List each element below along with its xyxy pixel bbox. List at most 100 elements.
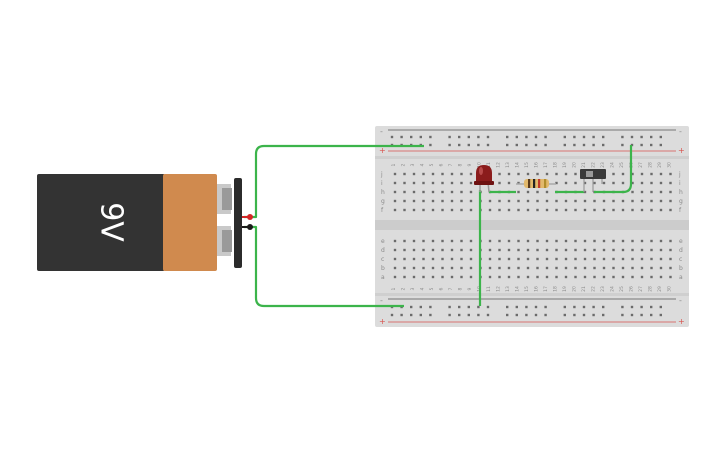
- breadboard-hole[interactable]: [469, 275, 473, 279]
- wire-negative[interactable]: [244, 225, 404, 308]
- rail-hole[interactable]: [458, 313, 461, 317]
- breadboard-hole[interactable]: [450, 266, 454, 270]
- breadboard-hole[interactable]: [393, 208, 397, 212]
- breadboard-hole[interactable]: [517, 208, 520, 212]
- breadboard-hole[interactable]: [602, 257, 606, 261]
- breadboard-hole[interactable]: [555, 257, 558, 261]
- breadboard-hole[interactable]: [526, 257, 530, 261]
- breadboard-hole[interactable]: [564, 172, 568, 176]
- breadboard-hole[interactable]: [659, 239, 663, 243]
- breadboard-hole[interactable]: [526, 172, 530, 176]
- wire-switch-to-rail[interactable]: [594, 145, 633, 194]
- rail-hole[interactable]: [410, 135, 413, 139]
- breadboard-hole[interactable]: [460, 199, 463, 203]
- rail-hole[interactable]: [592, 313, 595, 317]
- breadboard-hole[interactable]: [412, 248, 416, 252]
- breadboard-hole[interactable]: [403, 181, 406, 185]
- breadboard-hole[interactable]: [545, 248, 549, 252]
- breadboard-hole[interactable]: [536, 172, 539, 176]
- rail-hole[interactable]: [525, 305, 528, 309]
- breadboard-hole[interactable]: [631, 208, 634, 212]
- rail-hole[interactable]: [630, 135, 634, 139]
- breadboard-hole[interactable]: [621, 239, 625, 243]
- breadboard-hole[interactable]: [517, 199, 520, 203]
- rail-hole[interactable]: [659, 143, 662, 147]
- breadboard-hole[interactable]: [393, 190, 397, 194]
- rail-hole[interactable]: [525, 143, 528, 147]
- wires[interactable]: [244, 144, 633, 308]
- breadboard-hole[interactable]: [583, 248, 587, 252]
- breadboard-hole[interactable]: [431, 266, 435, 270]
- rail-hole[interactable]: [515, 135, 518, 139]
- breadboard-hole[interactable]: [431, 190, 435, 194]
- breadboard-hole[interactable]: [574, 275, 577, 279]
- rail-hole[interactable]: [573, 313, 576, 317]
- breadboard-hole[interactable]: [403, 172, 406, 176]
- rail-hole[interactable]: [534, 135, 538, 139]
- rail-hole[interactable]: [467, 143, 470, 147]
- breadboard-hole[interactable]: [431, 239, 435, 243]
- rail-hole[interactable]: [515, 143, 518, 147]
- breadboard-hole[interactable]: [469, 257, 473, 261]
- breadboard-hole[interactable]: [593, 266, 596, 270]
- breadboard-hole[interactable]: [507, 266, 511, 270]
- breadboard-hole[interactable]: [545, 190, 549, 194]
- breadboard-hole[interactable]: [498, 275, 501, 279]
- breadboard[interactable]: - + - + - + - + j i h g f e d c b a j i …: [375, 126, 689, 327]
- breadboard-hole[interactable]: [659, 199, 663, 203]
- breadboard-hole[interactable]: [669, 248, 672, 252]
- breadboard-hole[interactable]: [488, 248, 492, 252]
- rail-hole[interactable]: [544, 305, 547, 309]
- breadboard-hole[interactable]: [583, 190, 587, 194]
- breadboard-hole[interactable]: [612, 181, 615, 185]
- rail-hole[interactable]: [563, 313, 566, 317]
- breadboard-hole[interactable]: [441, 199, 444, 203]
- rail-hole[interactable]: [659, 305, 662, 309]
- breadboard-hole[interactable]: [564, 266, 568, 270]
- breadboard-hole[interactable]: [498, 199, 501, 203]
- breadboard-hole[interactable]: [403, 257, 406, 261]
- rail-hole[interactable]: [640, 135, 643, 139]
- breadboard-hole[interactable]: [441, 275, 444, 279]
- breadboard-hole[interactable]: [564, 239, 568, 243]
- breadboard-hole[interactable]: [517, 248, 520, 252]
- breadboard-hole[interactable]: [593, 239, 596, 243]
- breadboard-hole[interactable]: [517, 239, 520, 243]
- breadboard-hole[interactable]: [536, 275, 539, 279]
- rail-hole[interactable]: [582, 313, 586, 317]
- breadboard-hole[interactable]: [517, 266, 520, 270]
- breadboard-hole[interactable]: [526, 266, 530, 270]
- breadboard-hole[interactable]: [555, 199, 558, 203]
- breadboard-hole[interactable]: [507, 275, 511, 279]
- rail-hole[interactable]: [390, 135, 394, 139]
- rail-hole[interactable]: [602, 305, 605, 309]
- breadboard-hole[interactable]: [488, 257, 492, 261]
- breadboard-hole[interactable]: [498, 181, 501, 185]
- breadboard-hole[interactable]: [412, 239, 416, 243]
- breadboard-hole[interactable]: [545, 239, 549, 243]
- rail-hole[interactable]: [544, 143, 547, 147]
- breadboard-hole[interactable]: [555, 181, 558, 185]
- breadboard-hole[interactable]: [640, 172, 644, 176]
- breadboard-hole[interactable]: [631, 275, 634, 279]
- breadboard-hole[interactable]: [450, 208, 454, 212]
- breadboard-hole[interactable]: [650, 199, 653, 203]
- rail-hole[interactable]: [448, 143, 451, 147]
- breadboard-hole[interactable]: [441, 257, 444, 261]
- breadboard-hole[interactable]: [450, 239, 454, 243]
- rail-hole[interactable]: [486, 143, 490, 147]
- breadboard-hole[interactable]: [460, 172, 463, 176]
- breadboard-hole[interactable]: [659, 172, 663, 176]
- breadboard-hole[interactable]: [669, 239, 672, 243]
- breadboard-hole[interactable]: [631, 172, 634, 176]
- breadboard-hole[interactable]: [460, 248, 463, 252]
- breadboard-hole[interactable]: [526, 248, 530, 252]
- breadboard-hole[interactable]: [403, 248, 406, 252]
- rail-hole[interactable]: [544, 135, 547, 139]
- breadboard-hole[interactable]: [526, 190, 530, 194]
- breadboard-hole[interactable]: [422, 266, 425, 270]
- breadboard-hole[interactable]: [574, 239, 577, 243]
- rail-hole[interactable]: [429, 305, 432, 309]
- breadboard-hole[interactable]: [526, 275, 530, 279]
- breadboard-hole[interactable]: [564, 208, 568, 212]
